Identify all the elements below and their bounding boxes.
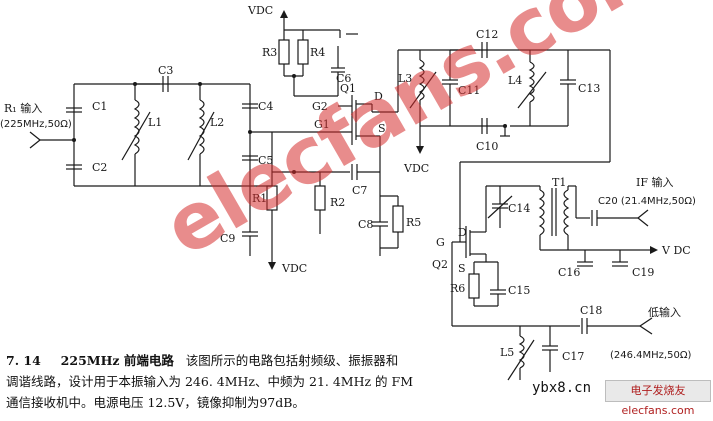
label-rf-input: R₁ 输入 xyxy=(4,101,42,115)
caption-text-2: 调谐线路，设计用于本振输入为 246. 4MHz、中频为 21. 4MHz 的 … xyxy=(6,374,414,389)
label-r3: R3 xyxy=(262,46,277,59)
site-watermark: ybx8.cn xyxy=(532,380,592,396)
r6-resistor xyxy=(468,273,480,299)
label-lo-input: 低输入 xyxy=(648,305,681,319)
r4-resistor xyxy=(297,39,309,65)
label-r5: R5 xyxy=(406,216,421,229)
label-l3: L3 xyxy=(398,72,412,85)
l2-inductor xyxy=(187,99,215,161)
label-c11: C11 xyxy=(458,84,480,97)
label-q2: Q2 xyxy=(432,258,448,271)
label-r1: R1 xyxy=(252,192,267,205)
c16-capacitor xyxy=(577,261,593,267)
label-c5: C5 xyxy=(258,154,273,167)
elecfans-logo: 电子发烧友 elecfans.com xyxy=(605,380,711,417)
caption-title: 225MHz 前端电路 xyxy=(60,353,174,368)
label-g1: G1 xyxy=(314,118,330,131)
label-d-q1: D xyxy=(374,90,383,103)
label-vdc-bottom: VDC xyxy=(281,262,307,275)
l1-inductor xyxy=(121,99,151,161)
c5-capacitor xyxy=(242,155,258,161)
if-output-port xyxy=(637,209,649,227)
c20-capacitor xyxy=(591,210,598,226)
label-t1: T1 xyxy=(552,176,566,189)
label-vdc-mid: VDC xyxy=(403,162,429,175)
caption-line-1: 7. 14 225MHz 前端电路 该图所示的电路包括射频级、振振器和 xyxy=(6,350,576,371)
c3-capacitor xyxy=(162,76,169,92)
c2-capacitor xyxy=(66,164,82,170)
c10-capacitor xyxy=(481,118,488,134)
label-r4: R4 xyxy=(310,46,325,59)
label-g2: G2 xyxy=(312,100,328,113)
label-c17: C17 xyxy=(562,350,584,363)
label-c19: C19 xyxy=(632,266,654,279)
label-c15: C15 xyxy=(508,284,530,297)
label-l4: L4 xyxy=(508,74,522,87)
label-if-output: IF 输入 xyxy=(636,175,673,189)
l3-inductor xyxy=(409,59,437,109)
caption-text-1: 该图所示的电路包括射频级、振振器和 xyxy=(185,353,399,368)
label-c3: C3 xyxy=(158,64,173,77)
r5-resistor xyxy=(392,205,404,233)
c4-capacitor xyxy=(242,103,258,109)
label-g-q2: G xyxy=(436,236,445,249)
c19-capacitor xyxy=(612,261,628,267)
label-c8: C8 xyxy=(358,218,373,231)
label-l2: L2 xyxy=(210,116,224,129)
c12-capacitor xyxy=(481,42,488,58)
label-r6: R6 xyxy=(450,282,465,295)
rf-input-port xyxy=(29,131,74,149)
figure-caption: 7. 14 225MHz 前端电路 该图所示的电路包括射频级、振振器和 调谐线路… xyxy=(6,350,576,413)
label-c2: C2 xyxy=(92,161,107,174)
label-lo-input-spec: (246.4MHz,50Ω) xyxy=(610,350,691,361)
label-s-q1: S xyxy=(378,122,386,135)
label-r2: R2 xyxy=(330,196,345,209)
label-s-q2: S xyxy=(458,262,466,275)
label-q1: Q1 xyxy=(340,82,356,95)
c8-capacitor xyxy=(372,221,388,227)
label-c18: C18 xyxy=(580,304,602,317)
c18-capacitor xyxy=(581,318,588,334)
vdc-supply-right xyxy=(640,246,658,254)
caption-number: 7. 14 xyxy=(6,353,41,368)
c1-capacitor xyxy=(66,107,82,113)
label-rf-input-spec: (225MHz,50Ω) xyxy=(0,119,72,130)
label-l1: L1 xyxy=(148,116,162,129)
l5-inductor xyxy=(507,335,535,381)
r3-resistor xyxy=(278,39,290,65)
label-c9: C9 xyxy=(220,232,235,245)
caption-text-3: 通信接收机中。电源电压 12.5V，镜像抑制为97dB。 xyxy=(6,395,305,410)
c15-capacitor xyxy=(490,289,506,295)
label-d-q2: D xyxy=(458,226,467,239)
label-c16: C16 xyxy=(558,266,580,279)
label-l5: L5 xyxy=(500,346,514,359)
vdc-supply-top xyxy=(280,10,288,30)
label-c4: C4 xyxy=(258,100,273,113)
label-c7: C7 xyxy=(352,184,367,197)
label-vdc-top: VDC xyxy=(247,4,273,17)
label-c10: C10 xyxy=(476,140,498,153)
label-c14: C14 xyxy=(508,202,530,215)
c13-capacitor xyxy=(560,79,576,85)
label-c20-spec: C20 (21.4MHz,50Ω) xyxy=(598,196,696,207)
l4-inductor xyxy=(517,61,547,109)
t1-transformer xyxy=(538,188,570,236)
q1-transistor xyxy=(310,95,372,145)
label-c6: C6 xyxy=(336,72,351,85)
label-c13: C13 xyxy=(578,82,600,95)
label-c12: C12 xyxy=(476,28,498,41)
q2-transistor xyxy=(452,226,486,258)
label-vdc-right: V DC xyxy=(661,244,691,257)
lo-input-port xyxy=(639,317,653,335)
label-c1: C1 xyxy=(92,100,107,113)
